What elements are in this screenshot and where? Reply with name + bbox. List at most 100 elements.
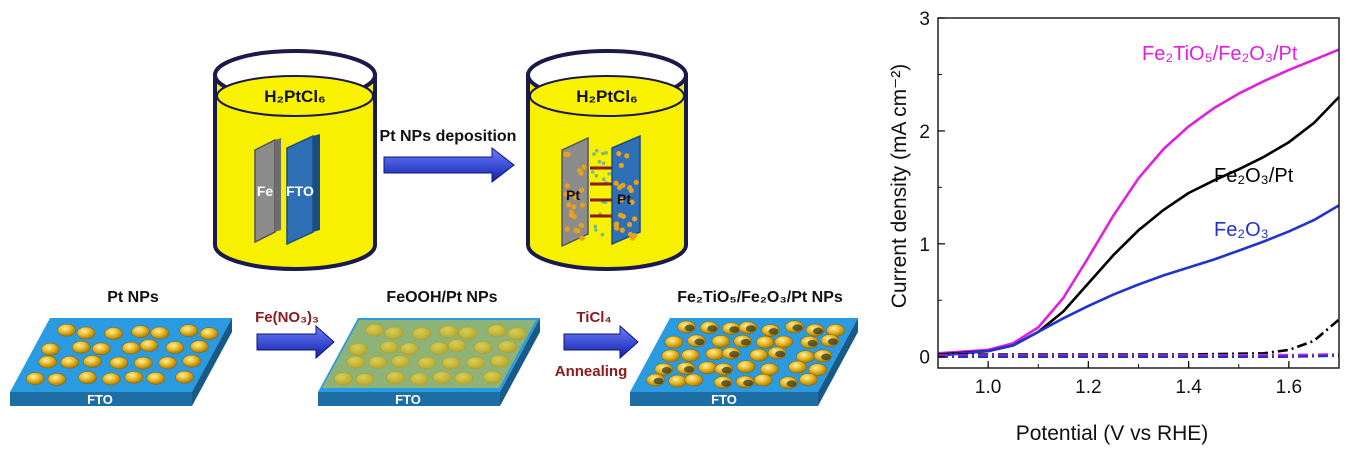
nanoparticle — [760, 362, 779, 376]
ion-particle — [594, 228, 598, 232]
fe2tio5-shell — [792, 324, 803, 332]
series-line-0 — [937, 48, 1340, 355]
substrate-3-front — [630, 392, 818, 406]
deposited-particle — [627, 185, 633, 191]
series-line-1 — [937, 96, 1340, 356]
y-axis-label: Current density (mA cm⁻²) — [888, 64, 911, 308]
nanoparticle — [668, 374, 687, 388]
fe2tio5-shell — [684, 324, 695, 332]
pt-left-label: Pt — [566, 187, 580, 203]
fe2tio5-shell — [807, 339, 818, 347]
stage-1-title: Pt NPs — [107, 289, 159, 306]
nanoparticle — [182, 354, 201, 368]
nanoparticle — [774, 335, 794, 349]
deposited-particle — [624, 153, 630, 159]
deposited-particle — [616, 151, 622, 157]
nanoparticle — [25, 372, 45, 385]
beaker-1: H₂PtCl₆ Fe FTO — [213, 49, 377, 271]
synthesis-scheme: H₂PtCl₆ Fe FTO Pt NPs deposition H₂PtCl₆… — [10, 49, 858, 407]
deposited-particle — [627, 221, 633, 228]
ion-particle — [590, 170, 595, 174]
deposited-particle — [579, 202, 586, 208]
deposited-particle — [629, 199, 635, 205]
ion-particle — [600, 232, 605, 237]
ion-particle — [604, 151, 608, 155]
nanoparticle — [755, 335, 775, 349]
heterostructure-particles — [646, 320, 845, 390]
feooh-layer — [322, 320, 536, 388]
deposited-particle — [564, 226, 570, 232]
deposited-particle — [564, 183, 570, 189]
fe-nitrate-arrow: Fe(NO₃)₃ — [255, 309, 335, 360]
nanoparticle — [711, 334, 731, 348]
deposited-particle — [563, 191, 569, 197]
nanoparticle — [57, 323, 76, 337]
nanoparticle — [175, 370, 194, 384]
y-tick-label: 1 — [919, 235, 930, 256]
beaker-1-solution-label: H₂PtCl₆ — [264, 87, 326, 106]
substrate-3-label: FTO — [711, 392, 737, 407]
nanoparticle — [92, 342, 111, 356]
fe2tio5-shell — [683, 366, 694, 373]
deposited-particle — [571, 204, 577, 210]
deposited-particle — [619, 227, 625, 233]
deposited-particle — [632, 216, 638, 222]
deposited-particle — [581, 164, 587, 170]
beaker-2: H₂PtCl₆ Pt Pt — [526, 49, 688, 271]
deposited-particle — [620, 213, 627, 219]
ticl4-arrow-shape — [563, 324, 639, 360]
stage-3-title: Fe₂TiO₅/Fe₂O₃/Pt NPs — [677, 289, 843, 306]
nanoparticle — [146, 371, 166, 385]
nanoparticle — [199, 327, 219, 340]
fe2tio5-shell — [827, 338, 838, 345]
ion-particle — [597, 159, 602, 164]
ion-particle — [601, 161, 606, 166]
y-tick-label: 3 — [919, 9, 930, 30]
fe2tio5-shell — [707, 325, 718, 332]
deposited-particle — [613, 180, 619, 186]
deposited-particle — [618, 162, 625, 168]
series-line-5 — [938, 354, 1340, 359]
ticl4-label: TiCl₄ — [576, 309, 611, 326]
nanoparticle — [158, 356, 177, 370]
fe2tio5-shell — [821, 353, 831, 361]
ion-particle — [593, 224, 598, 229]
substrate-fe2tio5-fe2o3-pt: FTO — [630, 318, 858, 407]
nanoparticle — [661, 349, 681, 363]
fe2tio5-shell — [745, 325, 756, 332]
fe2tio5-shell — [721, 380, 732, 387]
deposited-particle — [568, 209, 575, 215]
ion-particle — [607, 172, 611, 176]
nanoparticle — [179, 324, 198, 337]
deposited-particle — [563, 151, 569, 157]
fe2tio5-shell — [653, 377, 664, 385]
pt-coated-fe-plate — [561, 136, 589, 248]
nanoparticle — [749, 348, 769, 362]
nanoparticle — [109, 356, 129, 370]
fe-plate-label: Fe — [257, 183, 274, 199]
plot-area — [937, 48, 1340, 359]
ticl4-annealing-arrow: TiCl₄ Annealing — [555, 309, 639, 380]
series-line-3 — [938, 318, 1340, 356]
plot-frame — [937, 17, 1340, 369]
nanoparticle — [104, 327, 123, 340]
substrate-1-side — [192, 318, 232, 406]
fe2tio5-shell — [740, 338, 751, 346]
nanoparticle — [150, 326, 169, 340]
substrate-1-label: FTO — [87, 392, 113, 407]
nanoparticle — [38, 355, 58, 369]
deposited-particle — [578, 187, 585, 193]
fe2tio5-shell — [813, 327, 823, 335]
series-line-2 — [937, 204, 1340, 357]
substrate-3-side — [818, 318, 858, 406]
deposited-particle — [572, 194, 579, 201]
deposition-arrow-label: Pt NPs deposition — [380, 128, 517, 145]
fe-nitrate-arrow-shape — [256, 324, 335, 360]
substrate-2-label: FTO — [395, 392, 421, 407]
x-axis-label: Potential (V vs RHE) — [1016, 422, 1209, 445]
nanoparticle — [788, 360, 807, 374]
series-label-2: Fe₂O₃ — [1214, 219, 1269, 241]
deposition-arrow: Pt NPs deposition — [380, 128, 517, 184]
deposited-particle — [573, 227, 579, 233]
